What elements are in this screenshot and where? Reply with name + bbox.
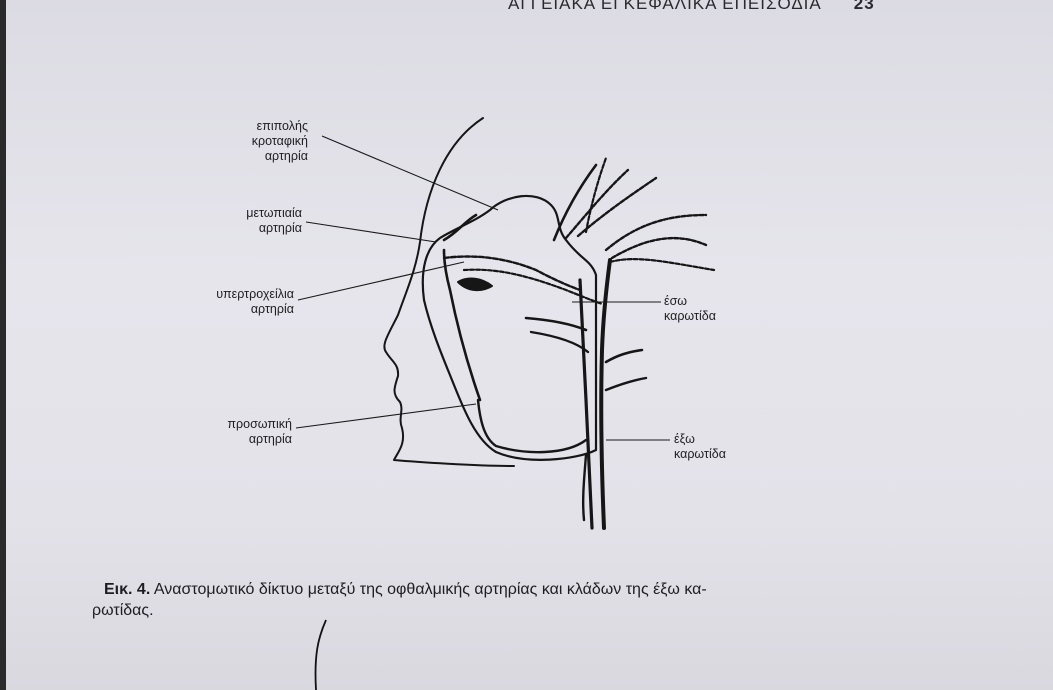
figure-label: Εικ. 4.	[104, 581, 150, 598]
temporal-branch-5	[612, 238, 706, 258]
right-branch-2	[606, 378, 646, 390]
leader-superficial-temporal	[322, 136, 498, 210]
maxillary-branch	[526, 318, 586, 330]
leader-supratrochlear	[298, 262, 464, 300]
caption-text: Αναστομωτικό δίκτυο μεταξύ της οφθαλμική…	[154, 581, 707, 598]
label-external-carotid: έξω καρωτίδα	[674, 432, 726, 462]
leader-facial	[296, 404, 476, 428]
label-frontal-artery: μετωπιαία αρτηρία	[212, 206, 302, 236]
leader-frontal	[306, 222, 436, 242]
facial-artery-lower	[478, 400, 586, 452]
label-internal-carotid: έσω καρωτίδα	[664, 294, 716, 324]
caption-text-line2: ρωτίδας.	[92, 602, 154, 619]
occipital-branch	[610, 259, 714, 270]
label-supratrochlear-artery: υπερτροχείλια αρτηρία	[182, 287, 294, 317]
frontal-artery	[444, 215, 476, 240]
internal-carotid-artery	[601, 260, 610, 528]
label-facial-artery: προσωπική αρτηρία	[202, 417, 292, 447]
right-branch-1	[606, 350, 642, 362]
figure-caption: Εικ. 4. Αναστομωτικό δίκτυο μεταξύ της ο…	[104, 579, 944, 621]
temporal-branch-4	[606, 215, 706, 250]
pencil-mark	[315, 620, 326, 690]
label-superficial-temporal-artery: επιπολής κροταφική αρτηρία	[228, 119, 308, 164]
lingual-branch	[531, 332, 588, 352]
eye-shape	[458, 279, 492, 291]
neck-line	[583, 455, 586, 520]
external-carotid-artery	[580, 280, 592, 528]
facial-artery	[444, 250, 480, 400]
